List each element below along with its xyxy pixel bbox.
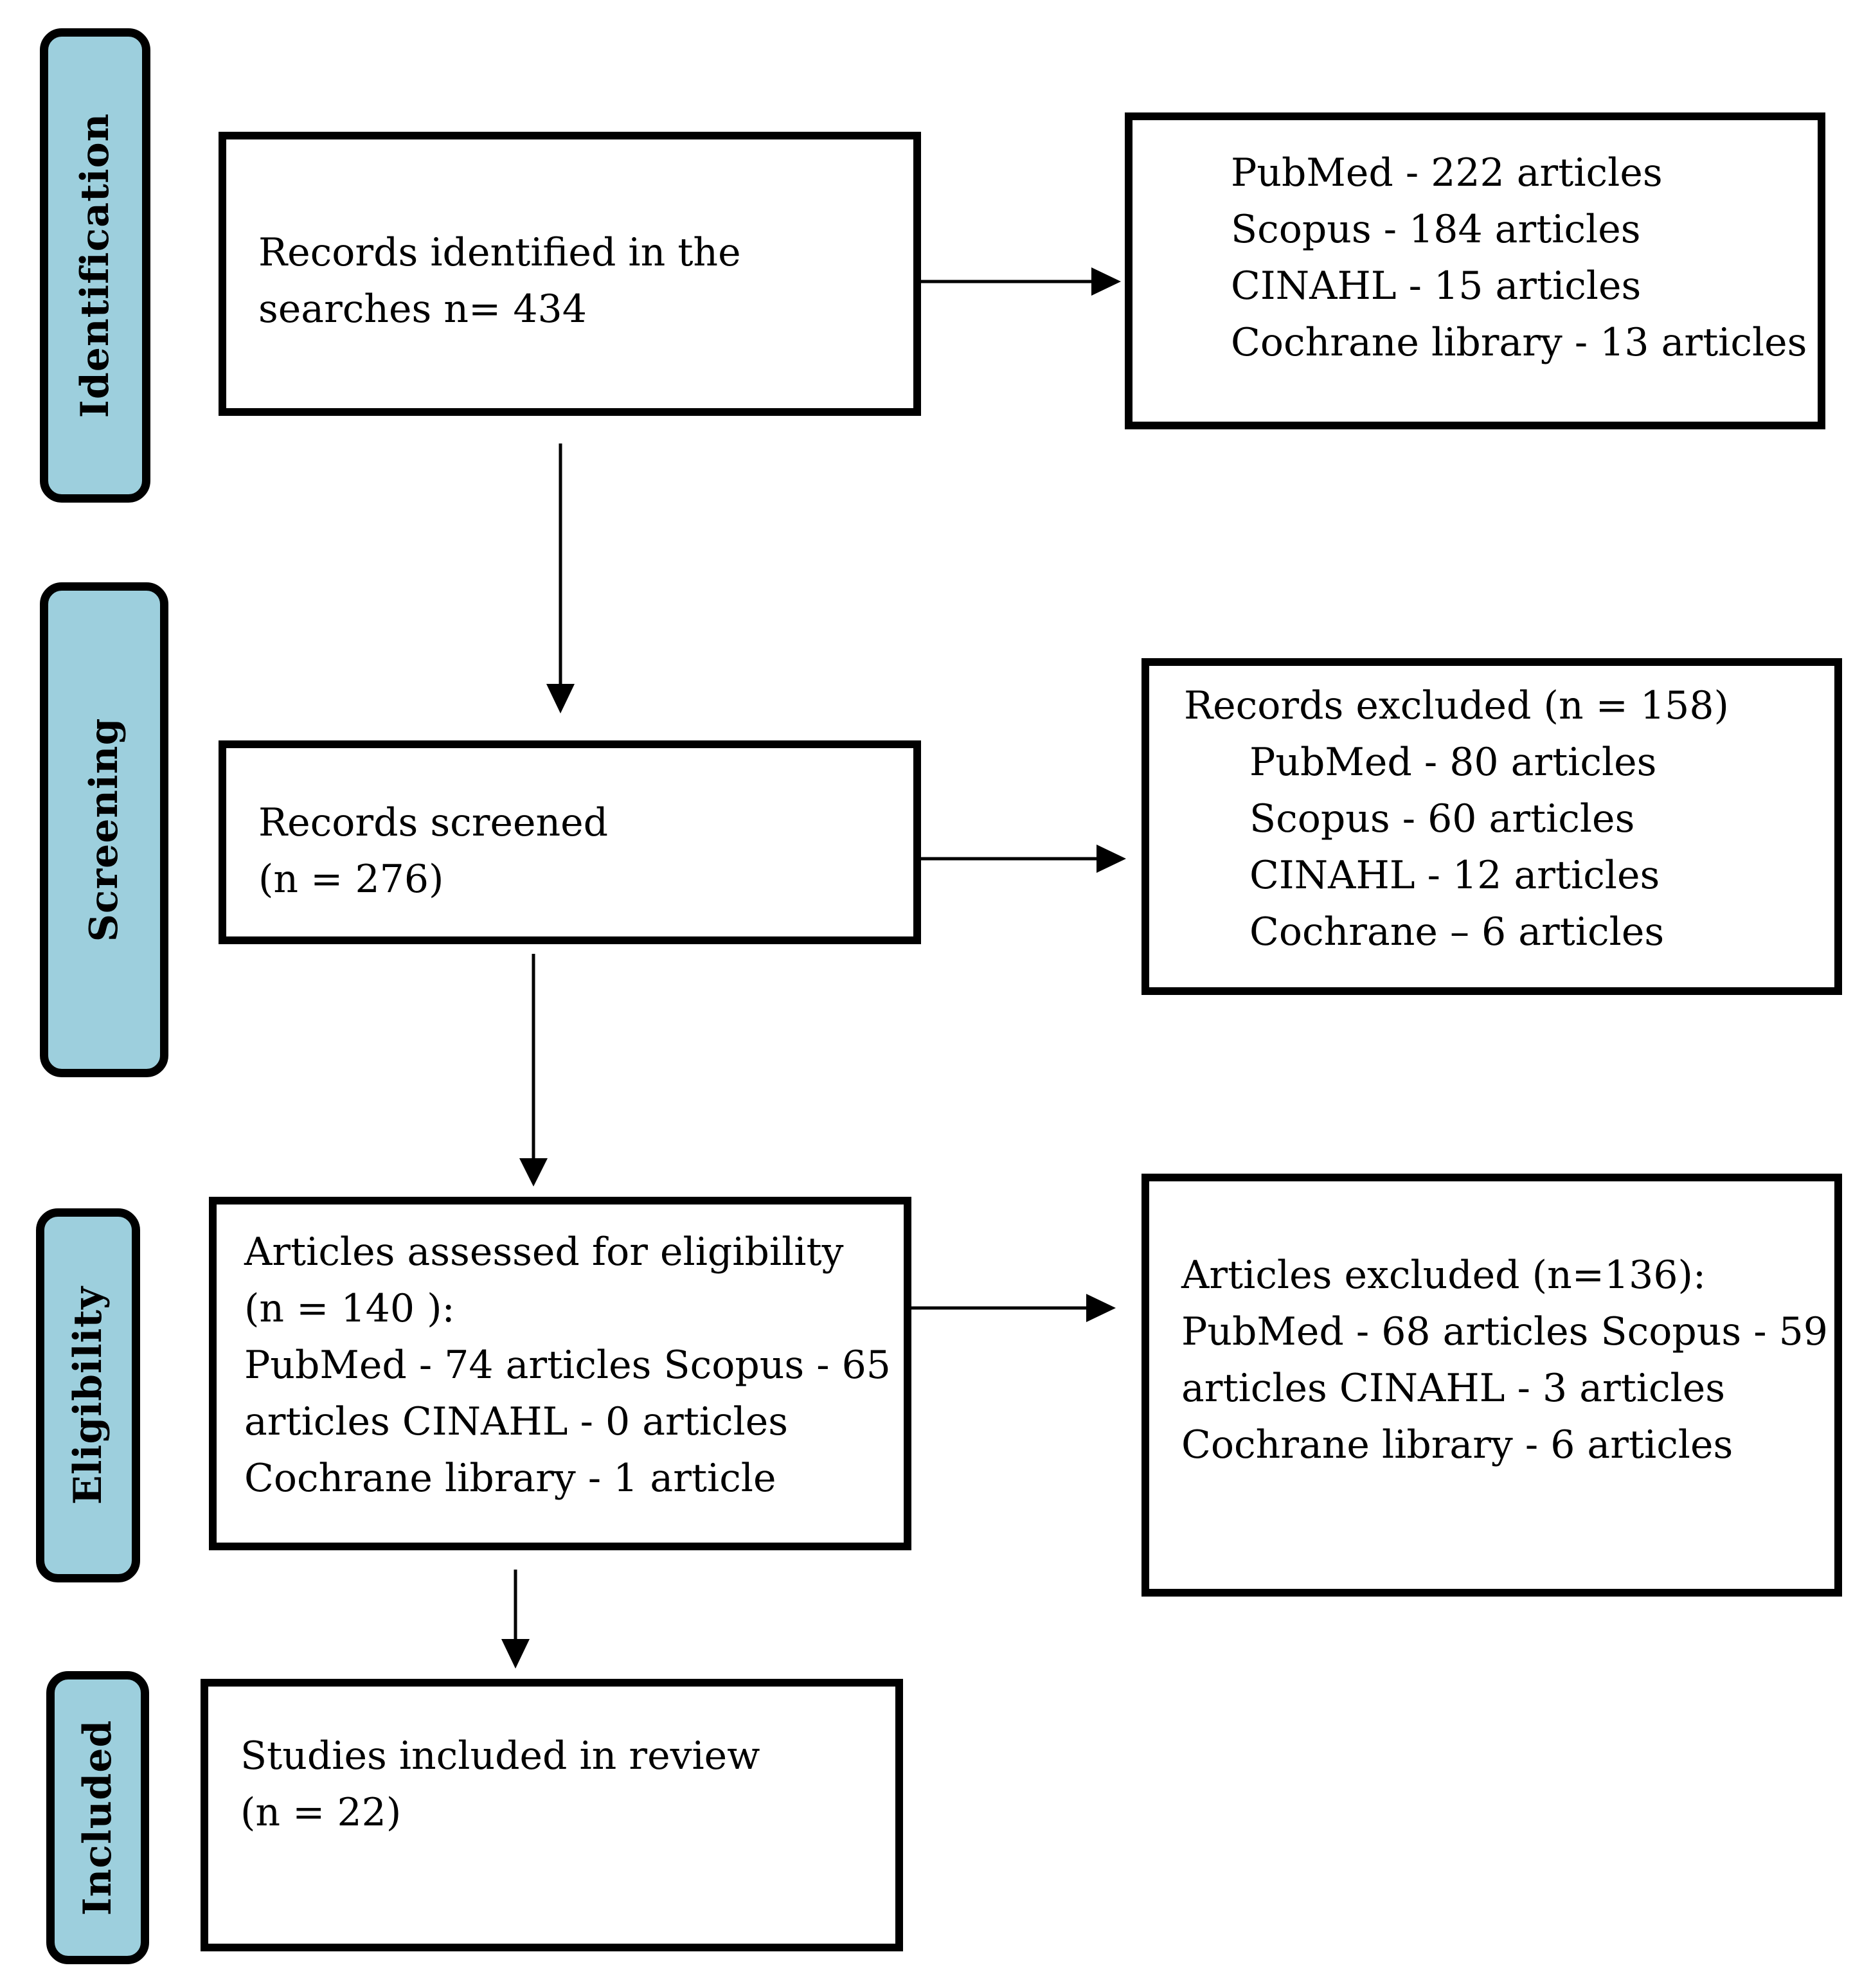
records-identified-line-1: Records identified in the (258, 230, 741, 275)
records-identified-box: Records identified in the searches n= 43… (219, 132, 921, 416)
records-screened-box: Records screened (n = 276) (219, 740, 921, 944)
arrowhead-5 (1086, 1294, 1116, 1322)
eligibility-line-2: (n = 140 ): (244, 1286, 455, 1331)
records-excluded-title: Records excluded (n = 158) (1184, 683, 1729, 728)
arrowhead-4 (519, 1158, 548, 1187)
records-screened-line-2: (n = 276) (258, 857, 444, 902)
eligibility-line-4: articles CINAHL - 0 articles (244, 1399, 789, 1444)
stage-identification: Identification (40, 28, 150, 503)
sources-line-4: Cochrane library - 13 articles (1231, 320, 1807, 365)
studies-included-line-1: Studies included in review (240, 1733, 760, 1778)
sources-line-3: CINAHL - 15 articles (1231, 264, 1642, 309)
articles-excluded-line-1: Articles excluded (n=136): (1181, 1253, 1706, 1298)
arrowhead-2 (546, 684, 575, 713)
records-excluded-line-2: Scopus - 60 articles (1249, 796, 1635, 841)
records-screened-line-1: Records screened (258, 800, 609, 845)
studies-included-line-2: (n = 22) (240, 1790, 402, 1835)
arrowhead-3 (1097, 845, 1126, 873)
records-identified-line-2: searches n= 434 (258, 287, 587, 332)
stage-screening: Screening (40, 582, 168, 1077)
eligibility-line-5: Cochrane library - 1 article (244, 1456, 776, 1501)
stage-eligibility: Eligibility (36, 1208, 140, 1582)
records-excluded-line-1: PubMed - 80 articles (1249, 740, 1657, 785)
eligibility-box: Articles assessed for eligibility (n = 1… (209, 1197, 911, 1550)
stage-included: Included (46, 1671, 149, 1964)
sources-box: PubMed - 222 articles Scopus - 184 artic… (1125, 112, 1825, 429)
articles-excluded-box: Articles excluded (n=136): PubMed - 68 a… (1141, 1174, 1842, 1597)
articles-excluded-line-4: Cochrane library - 6 articles (1181, 1422, 1733, 1467)
records-excluded-line-4: Cochrane – 6 articles (1249, 909, 1665, 954)
sources-line-1: PubMed - 222 articles (1231, 150, 1663, 195)
records-excluded-box: Records excluded (n = 158) PubMed - 80 a… (1141, 658, 1842, 995)
arrowhead-1 (1091, 267, 1121, 296)
articles-excluded-line-3: articles CINAHL - 3 articles (1181, 1366, 1726, 1411)
arrowhead-6 (501, 1639, 530, 1669)
records-excluded-line-3: CINAHL - 12 articles (1249, 853, 1660, 898)
eligibility-line-1: Articles assessed for eligibility (244, 1230, 844, 1275)
studies-included-box: Studies included in review (n = 22) (201, 1679, 903, 1951)
articles-excluded-line-2: PubMed - 68 articles Scopus - 59 (1181, 1309, 1828, 1354)
eligibility-line-3: PubMed - 74 articles Scopus - 65 (244, 1343, 891, 1388)
sources-line-2: Scopus - 184 articles (1231, 207, 1641, 252)
